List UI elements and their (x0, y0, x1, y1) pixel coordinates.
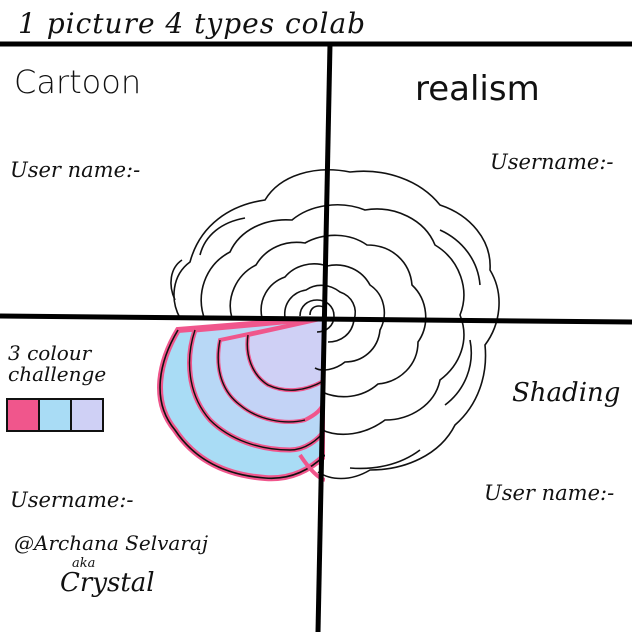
swatch-pink (8, 400, 40, 430)
rose-outline (200, 204, 465, 436)
artist-handle: @Archana Selvaraj (14, 531, 209, 555)
colour-palette (6, 398, 104, 432)
rose-outline (173, 169, 500, 480)
colour-challenge-label: 3 colour challenge (8, 341, 107, 386)
collab-title: 1 picture 4 types colab (18, 7, 367, 40)
rose-outline (299, 299, 335, 333)
rose-outline (283, 284, 356, 343)
cartoon-username-label: User name:- (10, 158, 141, 182)
rose-outline (444, 339, 472, 406)
swatch-lavender (72, 400, 102, 430)
rose-outline (170, 259, 183, 301)
shading-label: Shading (512, 378, 621, 408)
challenge-username-label: Username:- (10, 488, 134, 512)
swatch-light-blue (40, 400, 72, 430)
realism-username-label: Username:- (490, 150, 614, 174)
rose-outline (229, 234, 427, 398)
rose-outline (260, 263, 386, 371)
grid-line-vertical (315, 43, 333, 632)
artist-nickname: Crystal (60, 568, 155, 598)
cartoon-label: Cartoon (14, 63, 142, 101)
rose-outline (439, 229, 481, 286)
shading-username-label: User name:- (484, 481, 615, 505)
rose-outline (199, 217, 246, 256)
realism-label: realism (415, 69, 540, 109)
rose-outline (349, 449, 421, 470)
aka-text: aka (72, 556, 96, 571)
grid-line-horizontal (0, 313, 632, 325)
